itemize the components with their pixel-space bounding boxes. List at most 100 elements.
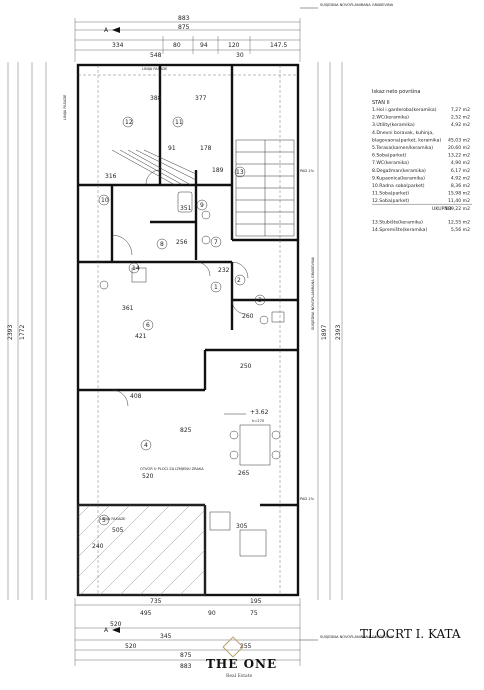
inner-dim-11: 91 xyxy=(168,145,176,152)
toilet-icon xyxy=(201,210,211,220)
top-seg-3: 94 xyxy=(200,42,208,49)
room-label-7: 7 xyxy=(214,239,218,246)
legend-item-label: 4.Dnevni boravak, kuhinja, xyxy=(372,130,434,136)
inner-dim-7: 825 xyxy=(180,427,192,434)
top-seg-1: 334 xyxy=(112,42,124,49)
inner-dim-17: 305 xyxy=(236,523,248,530)
inner-dim-1: 316 xyxy=(105,173,117,180)
plan-annotations: +3.62 h=270 LINIJA FASADE LINIJA FASADE … xyxy=(63,67,315,521)
room-label-1: 1 xyxy=(214,284,218,291)
room-label-3: 3 xyxy=(258,297,262,304)
room-label-10: 10 xyxy=(101,197,109,204)
neighbor-note-top: SUSJEDNA NOVOPLANIRANA GRAĐEVINA xyxy=(300,3,394,9)
area-legend: Iskaz neto površina STAN II 1.Hol i gard… xyxy=(372,88,472,233)
bathroom-fixtures xyxy=(99,191,285,531)
facade-line-label-left: LINIJA FASADE xyxy=(63,94,67,120)
diagonal-stair xyxy=(111,149,197,186)
inner-dim-18: 250 xyxy=(240,363,252,370)
legend-item-label: 5.Terasa(kamen/keramika) xyxy=(372,145,433,151)
inner-dim-5: 421 xyxy=(135,333,147,340)
brand-tagline: Real Estate xyxy=(226,673,252,679)
top-dimension-chain: 883 875 334 80 94 120 147.5 548 30 A xyxy=(74,15,301,62)
legend-item-value: 4,92 m2 xyxy=(451,175,470,181)
brand-name: THE ONE xyxy=(206,657,277,671)
room-label-2: 2 xyxy=(237,277,241,284)
legend-item-label: 11.Soba(parket) xyxy=(372,191,409,197)
room-label-6: 6 xyxy=(146,322,150,329)
slope-note: PAD 1% xyxy=(300,169,315,173)
inner-dim-6: 408 xyxy=(130,393,142,400)
top-sub-dim: 548 xyxy=(150,52,162,59)
facade-line-label: LINIJA FASADE xyxy=(142,67,168,71)
section-arrow-top xyxy=(112,27,120,33)
legend-item-value: 20,60 m2 xyxy=(448,145,470,151)
legend-item-value: 8,36 m2 xyxy=(451,183,470,189)
inner-dim-9: 505 xyxy=(112,527,124,534)
inner-dim-2: 388 xyxy=(150,95,162,102)
top-seg-2: 80 xyxy=(173,42,181,49)
bottom-row3-a: 520 xyxy=(110,621,122,628)
toilet-icon-2 xyxy=(201,235,211,245)
room-label-12: 12 xyxy=(125,119,133,126)
legend-item-label: 2.WC(keramika) xyxy=(372,115,409,121)
floor-title: TLOCRT I. KATA xyxy=(360,627,461,641)
opening-note: OTVOR U PLOČI ZA IZMJENU ZRAKA xyxy=(140,466,204,471)
legend-item-value: 12,55 m2 xyxy=(448,219,470,225)
legend-item-label: 10.Radna soba(parket) xyxy=(372,183,425,189)
legend-item-label: 1.Hol i garderoba(keramika) xyxy=(372,107,437,113)
legend-item-label: 7.WC(keramika) xyxy=(372,160,409,166)
room-label-11: 11 xyxy=(175,119,183,126)
top-seg-4: 120 xyxy=(228,42,240,49)
bottom-overall-dim: 883 xyxy=(180,663,192,670)
legend-heading: Iskaz neto površina xyxy=(372,88,421,95)
bathtub-icon xyxy=(177,191,193,213)
elevation-mark: +3.62 xyxy=(250,409,269,416)
bottom-inner-dim: 875 xyxy=(180,652,192,659)
facade-dashed xyxy=(78,65,298,595)
legend-item-label: UKUPNO xyxy=(432,206,452,212)
slope-note-2: PAD 1% xyxy=(300,497,315,501)
bottom-row2-a: 495 xyxy=(140,610,152,617)
legend-item-value: 6,17 m2 xyxy=(451,168,470,174)
legend-item-value: 4,90 m2 xyxy=(451,160,470,166)
right-dimension-chain: 2393 1897 SUSJEDNA NOVOPLANIRANA GRAĐEVI… xyxy=(311,62,343,600)
washbasin-icon xyxy=(271,311,285,323)
staircase xyxy=(235,139,295,237)
table-icon xyxy=(239,529,267,557)
inner-dim-4: 361 xyxy=(122,305,134,312)
bottom-row1-a: 735 xyxy=(150,598,162,605)
legend-item-value: 2,52 m2 xyxy=(451,115,470,121)
section-mark-top: A xyxy=(104,27,109,34)
inner-dim-20: 260 xyxy=(242,313,254,320)
legend-item-label: 9.Kupaonica(keramika) xyxy=(372,175,425,181)
legend-item-label: 3.Utility(keramika) xyxy=(372,122,415,128)
right-inner-dim: 1897 xyxy=(321,325,328,340)
inner-dim-8: 520 xyxy=(142,473,154,480)
dining-furniture xyxy=(229,424,281,557)
room-label-13: 13 xyxy=(236,169,244,176)
neighbor-side-text: SUSJEDNA NOVOPLANIRANA GRAĐEVINA xyxy=(311,256,315,330)
bottom-row-low-b: 255 xyxy=(240,643,252,650)
right-overall-dim: 2393 xyxy=(335,325,342,340)
inner-dim-10: 351 xyxy=(180,205,192,212)
legend-item-label: 8.Degažman(keramika) xyxy=(372,167,426,174)
toilet-icon-3 xyxy=(259,315,269,325)
inner-dim-13: 189 xyxy=(212,167,224,174)
neighbor-bottom-text: SUSJEDNA NOVOPLANIRANA GRAĐEVINA xyxy=(320,635,394,639)
bottom-dimension-chain: 735 195 495 90 75 520 345 520 255 875 88… xyxy=(74,598,301,670)
top-overall-dim: 883 xyxy=(178,15,190,22)
legend-item-value: 5,56 m2 xyxy=(451,227,470,233)
inner-dim-3: 377 xyxy=(195,95,207,102)
legend-subheading: STAN II xyxy=(372,100,390,106)
legend-item-value: 4,92 m2 xyxy=(451,122,470,128)
bottom-row2-c: 75 xyxy=(250,610,258,617)
facade-line-label-bottom: LINIJA FASADE xyxy=(100,517,126,521)
legend-item-value: 13,22 m2 xyxy=(448,153,470,159)
top-inner-dim: 875 xyxy=(178,24,190,31)
inner-dim-19: 265 xyxy=(238,470,250,477)
legend-item-label: 13.Stubište(keramika) xyxy=(372,218,423,225)
room-label-8: 8 xyxy=(160,241,164,248)
room-labels: 12 11 10 9 8 7 13 2 6 1 4 5 14 3 xyxy=(98,116,266,526)
neighbor-note-bottom: SUSJEDNA NOVOPLANIRANA GRAĐEVINA xyxy=(300,635,394,641)
